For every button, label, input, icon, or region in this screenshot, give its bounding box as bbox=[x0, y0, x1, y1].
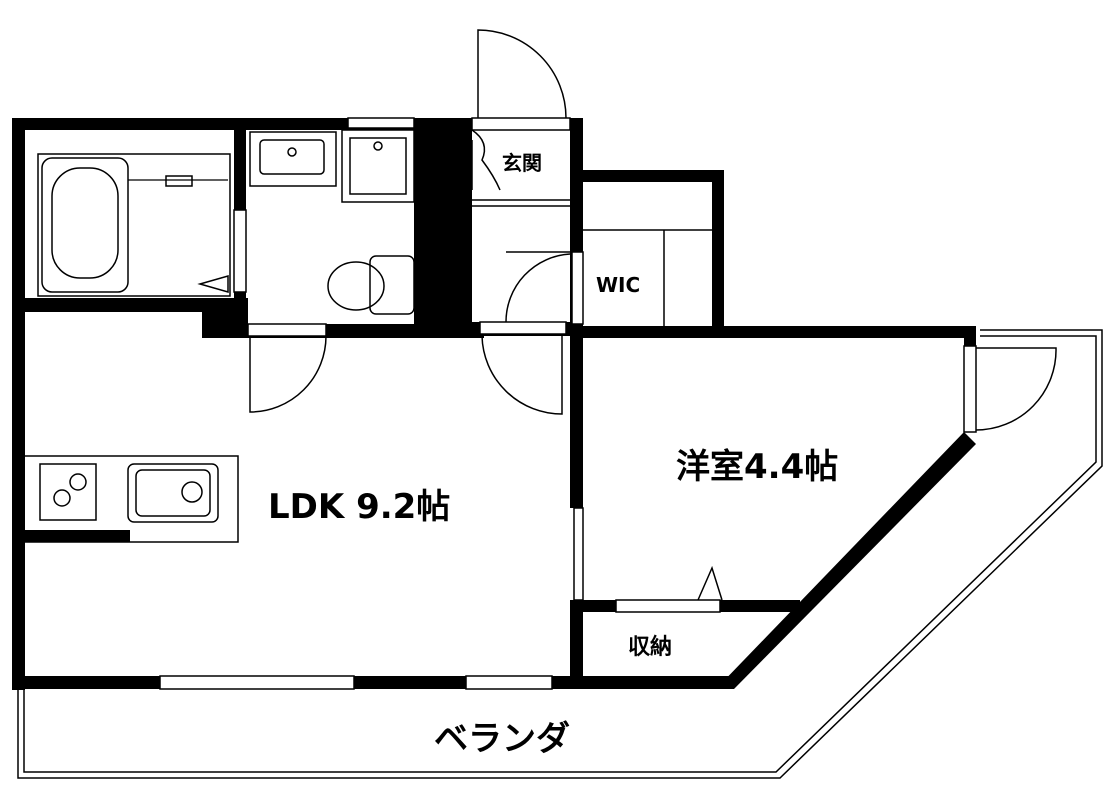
wall-north-bath bbox=[12, 118, 424, 130]
bathtub-inner bbox=[51, 167, 119, 279]
window-south-2 bbox=[465, 675, 553, 690]
room-label-ldk: LDK 9.2帖 bbox=[268, 487, 450, 527]
bath-faucet bbox=[165, 175, 193, 187]
wall-ldk-east bbox=[570, 322, 583, 508]
window-bath-north bbox=[347, 117, 415, 129]
wall-wic-north bbox=[583, 170, 723, 182]
entrance-door-swing bbox=[477, 29, 567, 119]
washing-machine-pan-inner bbox=[349, 137, 407, 195]
room-label-storage: 収納 bbox=[628, 634, 672, 660]
wall-kitchen-south bbox=[12, 530, 130, 542]
wall-south bbox=[12, 676, 734, 689]
kitchen-counter bbox=[23, 455, 239, 543]
storage-door-marker bbox=[697, 565, 723, 601]
wall-pillar bbox=[414, 118, 472, 338]
door-gap-sink bbox=[247, 323, 327, 337]
wall-western-north bbox=[583, 326, 976, 338]
window-south-1 bbox=[159, 675, 355, 690]
stove-top bbox=[39, 463, 97, 521]
kitchen-sink-outer bbox=[127, 463, 219, 523]
bathroom-outline bbox=[37, 153, 231, 297]
veranda-inner-outline bbox=[23, 335, 1097, 773]
room-label-wic: WIC bbox=[596, 273, 640, 297]
wall-wic-east bbox=[712, 170, 724, 330]
western-door-swing bbox=[975, 347, 1057, 431]
stove-burner-2 bbox=[69, 473, 87, 491]
room-label-veranda: ベランダ bbox=[434, 719, 570, 759]
stove-burner-1 bbox=[53, 489, 71, 507]
wall-western-diagonal bbox=[716, 432, 976, 689]
room-label-entrance: 玄関 bbox=[502, 151, 542, 175]
sink-door-swing bbox=[249, 335, 327, 413]
washbasin-tap bbox=[287, 147, 297, 157]
window-western-east bbox=[963, 345, 977, 433]
door-gap-wic bbox=[571, 251, 584, 325]
wic-door-swing bbox=[505, 251, 571, 323]
door-gap-entrance bbox=[471, 117, 571, 131]
wall-storage-west bbox=[570, 600, 583, 689]
wall-western-east-top bbox=[964, 326, 976, 346]
bath-drain-marker bbox=[197, 275, 229, 293]
washbasin-counter bbox=[249, 131, 337, 187]
kitchen-sink-drain bbox=[181, 481, 203, 503]
sliding-partition bbox=[573, 507, 584, 601]
washing-machine-drain bbox=[373, 141, 383, 151]
washing-machine-pan-outer bbox=[341, 129, 415, 203]
room-label-western: 洋室4.4帖 bbox=[676, 447, 838, 487]
wall-bath-south bbox=[12, 298, 248, 312]
room-label-shoe-box: SB bbox=[426, 151, 456, 175]
toilet-tank bbox=[369, 255, 415, 315]
washbasin-bowl bbox=[259, 139, 325, 175]
toilet-bowl bbox=[327, 261, 385, 311]
ldk-door-swing bbox=[481, 335, 563, 415]
door-gap-ldk-entry bbox=[479, 321, 567, 335]
window-bath-side bbox=[233, 209, 247, 293]
veranda-outline bbox=[17, 329, 1103, 779]
sb-door-swing bbox=[471, 129, 501, 191]
storage-door-strip bbox=[615, 599, 721, 613]
wall-west bbox=[12, 118, 25, 690]
bathtub-outer bbox=[41, 157, 129, 293]
kitchen-sink-inner bbox=[135, 469, 211, 517]
